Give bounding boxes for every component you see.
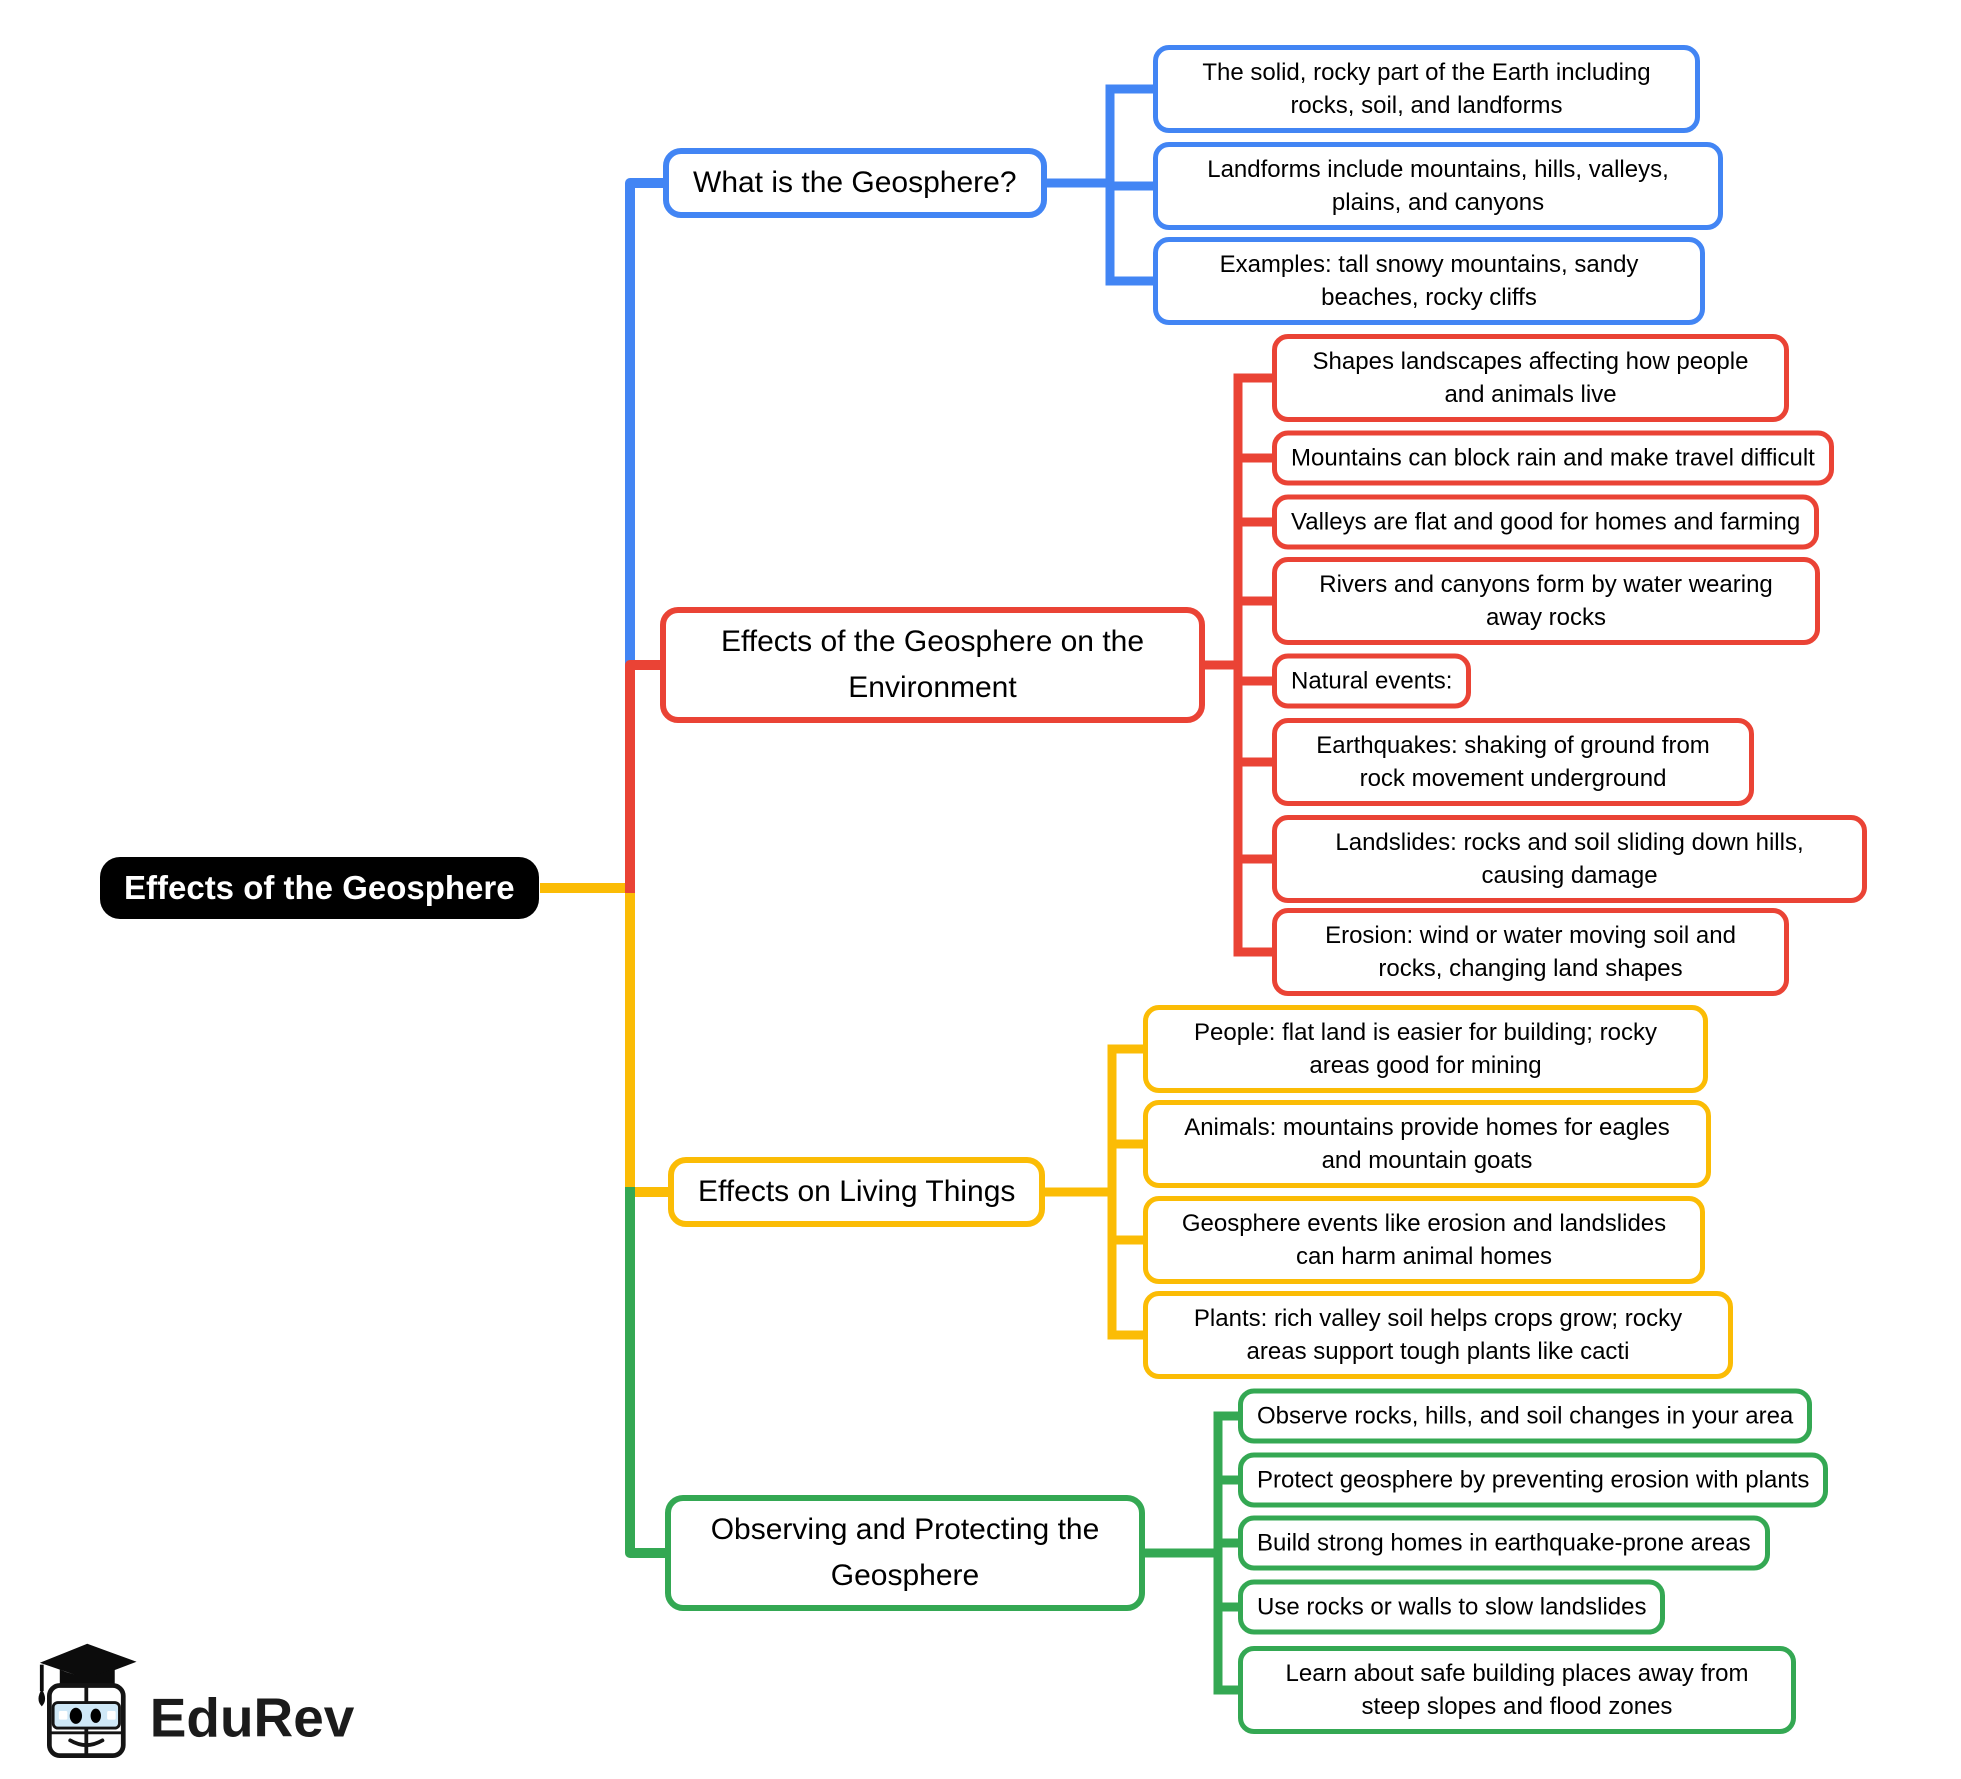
leaf-node: Shapes landscapes affecting how people a… <box>1272 334 1789 422</box>
leaf-node: Earthquakes: shaking of ground from rock… <box>1272 718 1754 806</box>
leaf-node: Landforms include mountains, hills, vall… <box>1153 142 1723 230</box>
leaf-node: Plants: rich valley soil helps crops gro… <box>1143 1291 1733 1379</box>
leaf-node: Landslides: rocks and soil sliding down … <box>1272 815 1867 903</box>
leaf-node: Examples: tall snowy mountains, sandy be… <box>1153 237 1705 325</box>
leaf-node: Learn about safe building places away fr… <box>1238 1646 1796 1734</box>
leaf-node: Use rocks or walls to slow landslides <box>1238 1579 1666 1635</box>
branch-node-effects-on-living-things: Effects on Living Things <box>668 1157 1046 1227</box>
branch-node-what-is-geosphere: What is the Geosphere? <box>663 148 1047 218</box>
edurev-logo: EduRev <box>38 1643 355 1758</box>
branch-node-effects-on-environment: Effects of the Geosphere on the Environm… <box>660 607 1205 723</box>
leaf-node: Build strong homes in earthquake-prone a… <box>1238 1515 1770 1571</box>
leaf-node: The solid, rocky part of the Earth inclu… <box>1153 45 1700 133</box>
connector-blue-branch <box>625 178 705 670</box>
connector-blue-children <box>1025 84 1190 286</box>
leaf-node: Valleys are flat and good for homes and … <box>1272 494 1820 550</box>
leaf-node: Rivers and canyons form by water wearing… <box>1272 557 1820 645</box>
leaf-node: Mountains can block rain and make travel… <box>1272 430 1834 486</box>
edurev-mascot-icon <box>38 1643 137 1758</box>
leaf-node: Protect geosphere by preventing erosion … <box>1238 1452 1829 1508</box>
leaf-node: Natural events: <box>1272 653 1472 709</box>
connector-yellow-branch <box>540 883 705 1197</box>
leaf-node: Geosphere events like erosion and landsl… <box>1143 1196 1705 1284</box>
leaf-node: Animals: mountains provide homes for eag… <box>1143 1100 1711 1188</box>
leaf-node: People: flat land is easier for building… <box>1143 1005 1708 1093</box>
leaf-node: Erosion: wind or water moving soil and r… <box>1272 908 1789 996</box>
edurev-wordmark: EduRev <box>150 1687 355 1749</box>
leaf-node: Observe rocks, hills, and soil changes i… <box>1238 1388 1813 1444</box>
root-node: Effects of the Geosphere <box>100 857 539 919</box>
branch-node-observing-protecting: Observing and Protecting the Geosphere <box>665 1495 1145 1611</box>
